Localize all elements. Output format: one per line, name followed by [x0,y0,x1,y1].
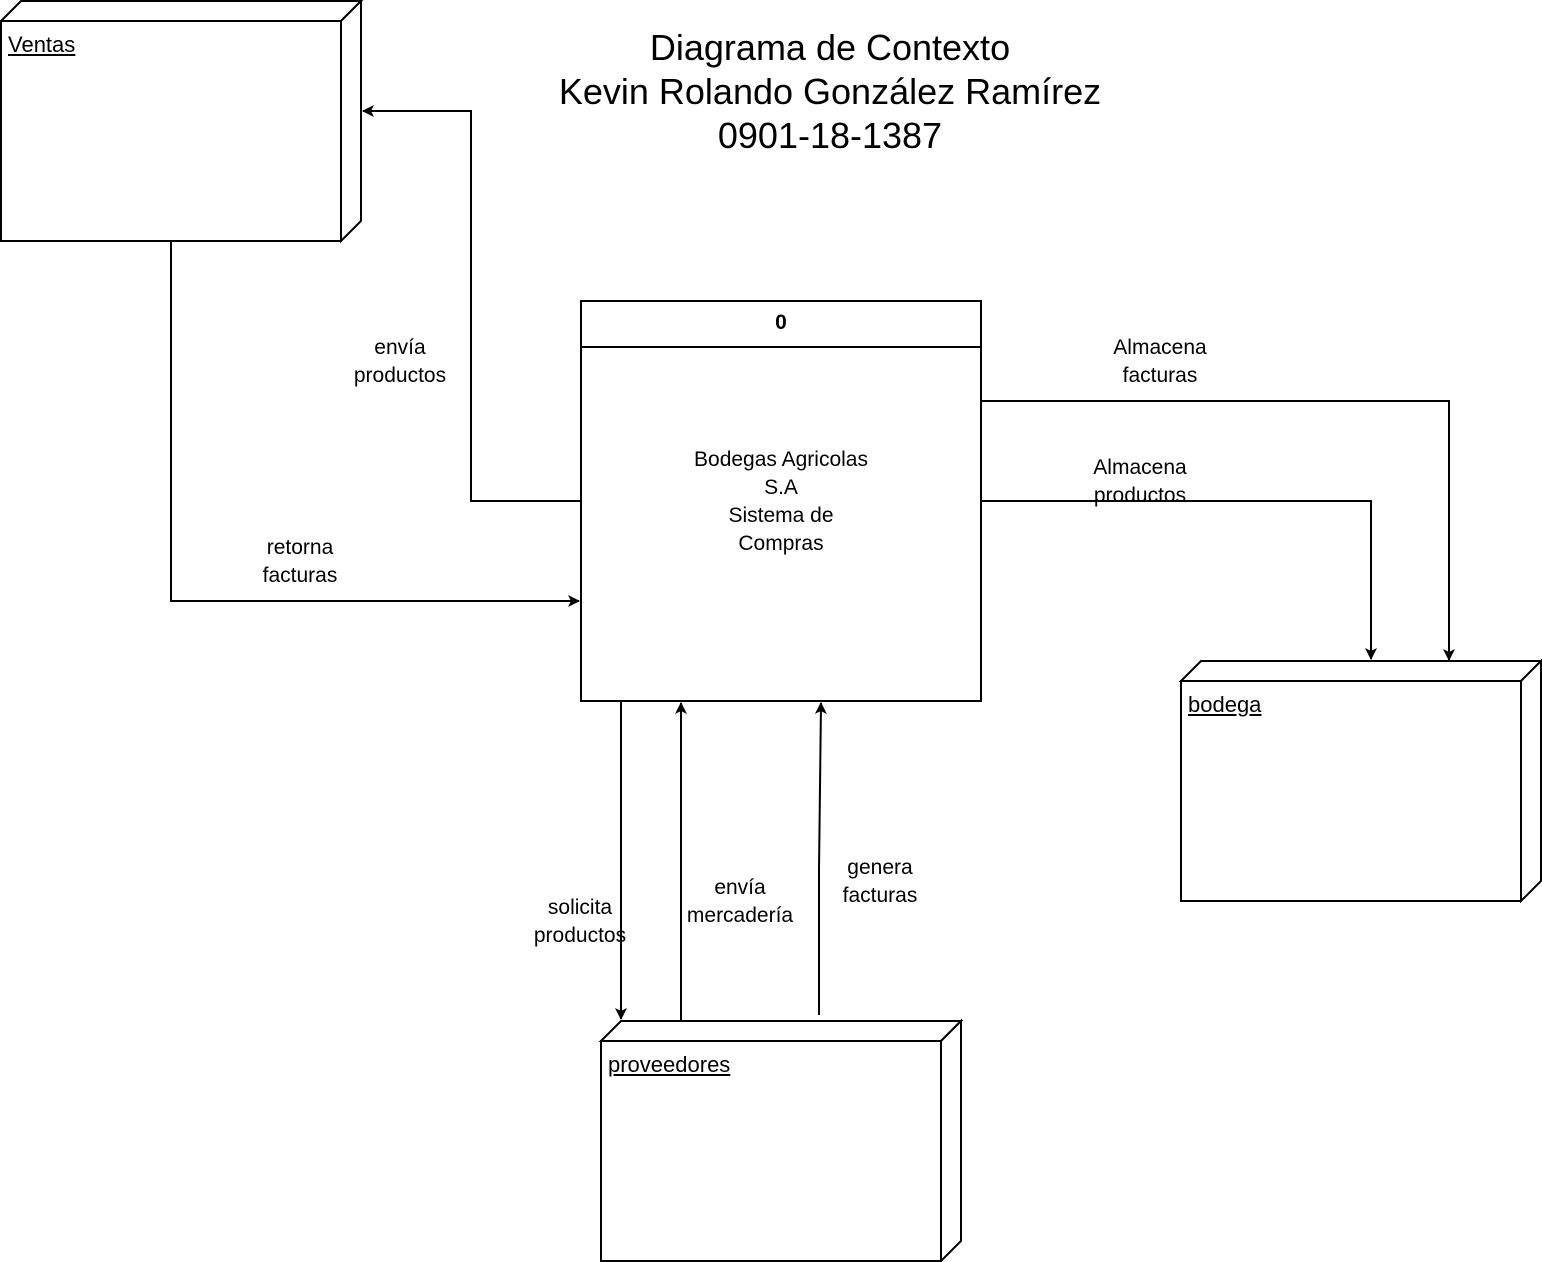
process-desc-line-1: Bodegas Agricolas [694,448,868,471]
proveedores-entity[interactable] [598,1018,964,1262]
flow-label-line: facturas [262,564,338,587]
flow-envia-productos-arrow [362,105,581,502]
process-desc-line-3: Sistema de [728,504,834,527]
process-desc-line-2: S.A [764,476,798,499]
flow-label-line: solicita [547,896,613,919]
flow-label-line: Almacena [1093,456,1187,479]
flow-label-envia-productos: envía productos [354,334,446,390]
process-desc-line-4: Compras [738,532,824,555]
diagram-title: Diagrama de Contexto Kevin Rolando Gonzá… [430,26,1230,158]
flow-label-line: genera [847,856,913,879]
flow-almacena-facturas-arrow [981,400,1455,661]
bodega-label: bodega [1188,692,1262,717]
flow-label-line: productos [1093,484,1187,507]
flow-genera-facturas-arrow [814,702,827,1015]
title-line-2: Kevin Rolando González Ramírez [558,71,1102,112]
flow-label-almacena-facturas: Almacena facturas [1113,334,1206,390]
flow-label-line: productos [533,924,627,947]
ventas-label: Ventas [8,32,76,57]
flow-label-genera-facturas: genera facturas [843,854,918,910]
process-description: Bodegas Agricolas S.A Sistema de Compras [582,446,980,558]
bodega-entity[interactable] [1178,658,1542,904]
process-box[interactable] [580,300,982,702]
flow-retorna-facturas-arrow [170,241,580,607]
flow-label-solicita-productos: solicita productos [534,894,626,950]
flow-label-line: Almacena [1113,336,1207,359]
title-line-1: Diagrama de Contexto [649,27,1011,68]
flow-label-envia-mercaderia: envía mercadería [687,874,793,930]
flow-label-line: productos [353,364,447,387]
flow-label-line: envía [714,876,766,899]
proveedores-label: proveedores [608,1052,731,1077]
process-id: 0 [775,311,787,334]
flow-label-line: mercadería [686,904,794,927]
flow-label-line: facturas [1122,364,1198,387]
flow-label-line: envía [374,336,426,359]
flow-label-line: retorna [266,536,334,559]
flow-label-line: facturas [842,884,918,907]
ventas-entity[interactable] [0,0,364,244]
title-line-3: 0901-18-1387 [717,115,943,156]
flow-almacena-productos-arrow [981,500,1377,660]
flow-label-retorna-facturas: retorna facturas [263,534,338,590]
flow-label-almacena-productos: Almacena productos [1093,454,1186,510]
